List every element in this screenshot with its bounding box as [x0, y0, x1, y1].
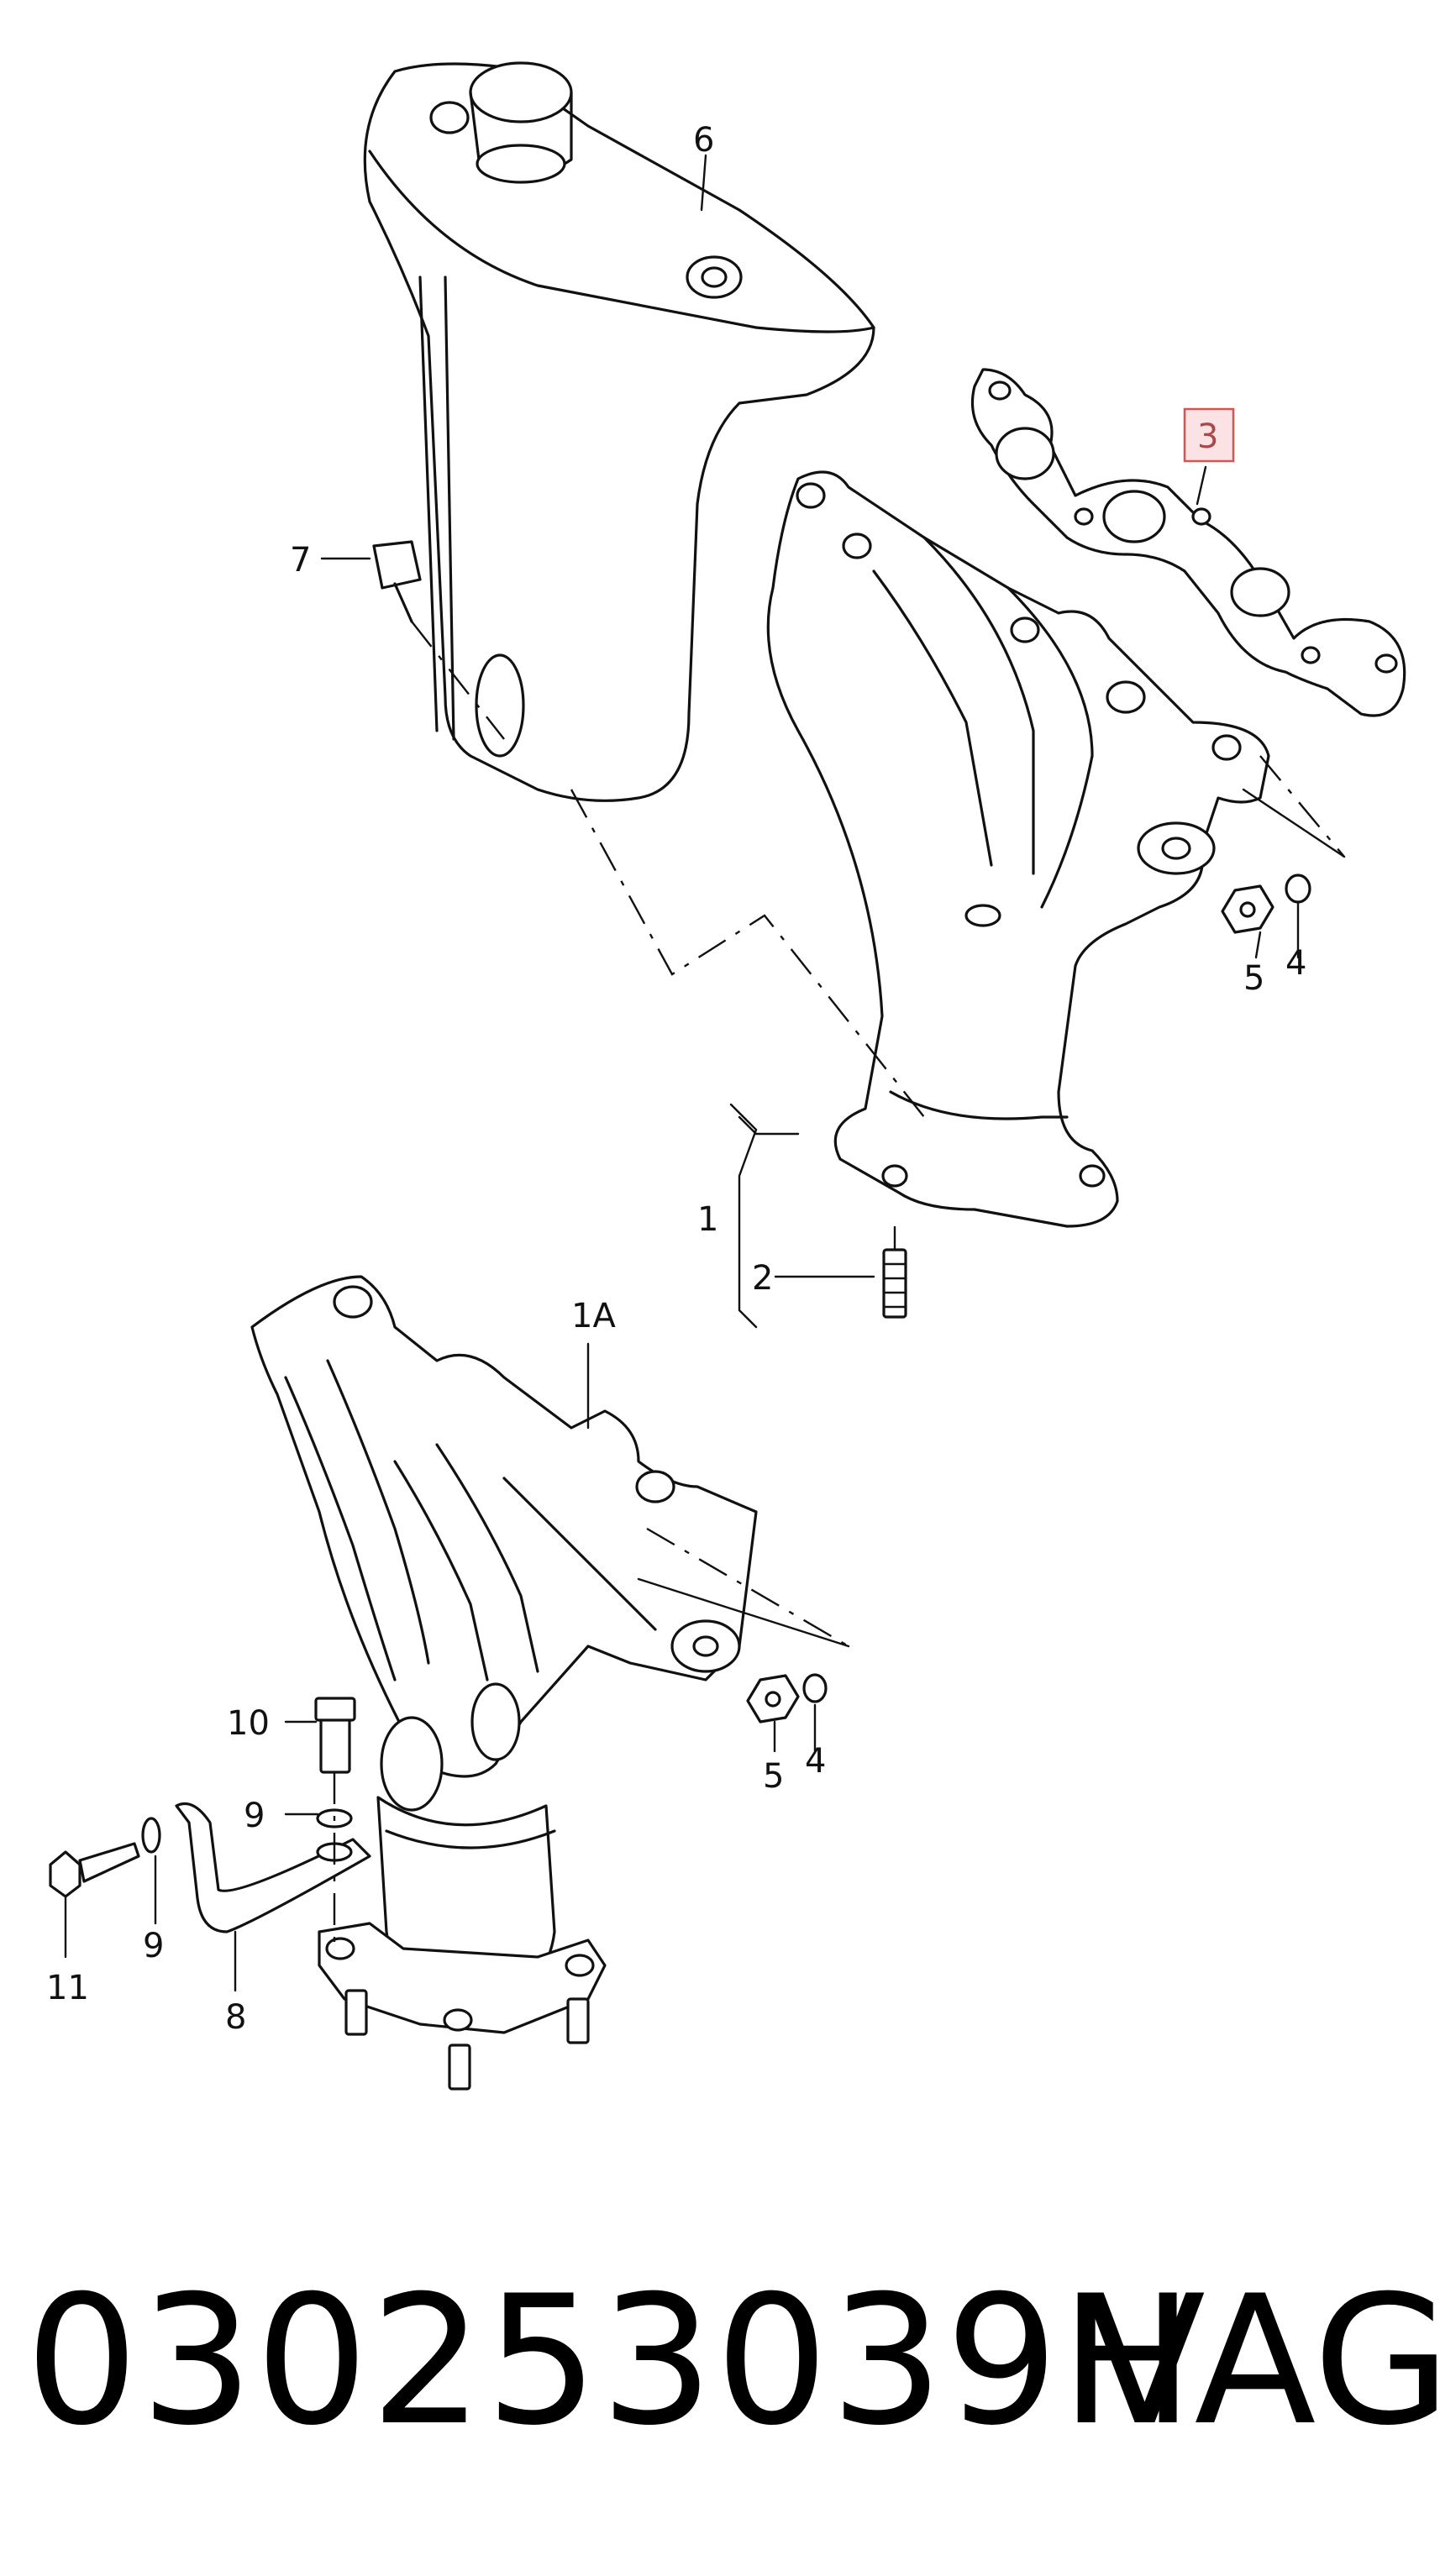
callout-numbers: 6 7 3 5 4 1 2 1A 10 9 9 11 8 5 4: [46, 121, 1306, 2037]
callout-6: 6: [693, 121, 714, 160]
stud-part-2: [882, 1226, 907, 1319]
callout-4-upper: 4: [1285, 944, 1306, 983]
callout-1: 1: [697, 1200, 718, 1239]
callout-10: 10: [227, 1704, 270, 1743]
callout-5-upper: 5: [1243, 959, 1264, 998]
heat-shield-part-6: [363, 61, 875, 802]
bracket-assembly-part-8: [49, 1697, 371, 1949]
callout-8: 8: [225, 1998, 246, 2037]
callout-9-right: 9: [244, 1797, 265, 1835]
exhaust-manifold-part-1: [570, 470, 1270, 1228]
callout-2: 2: [752, 1259, 773, 1298]
bolt-part-7: [372, 540, 505, 740]
callout-3: 3: [1197, 417, 1218, 456]
manifold-gasket-part-3: [970, 368, 1406, 717]
part-number-text: 030253039H: [25, 2257, 1196, 2464]
callout-9-left: 9: [143, 1927, 164, 1965]
manifold-with-catalytic-converter-part-1A: [250, 1275, 850, 2091]
nut-washer-upper: [1221, 755, 1346, 934]
callout-7: 7: [290, 541, 311, 580]
callout-leaders: [64, 154, 1300, 1992]
callout-3-highlight: [1183, 407, 1235, 463]
callout-11: 11: [46, 1969, 89, 2007]
callout-1A: 1A: [571, 1297, 616, 1335]
callout-5-lower: 5: [763, 1757, 784, 1796]
brand-text: VAG: [1084, 2257, 1440, 2464]
nut-washer-lower: [746, 1673, 828, 1723]
callout-4-lower: 4: [805, 1742, 826, 1781]
